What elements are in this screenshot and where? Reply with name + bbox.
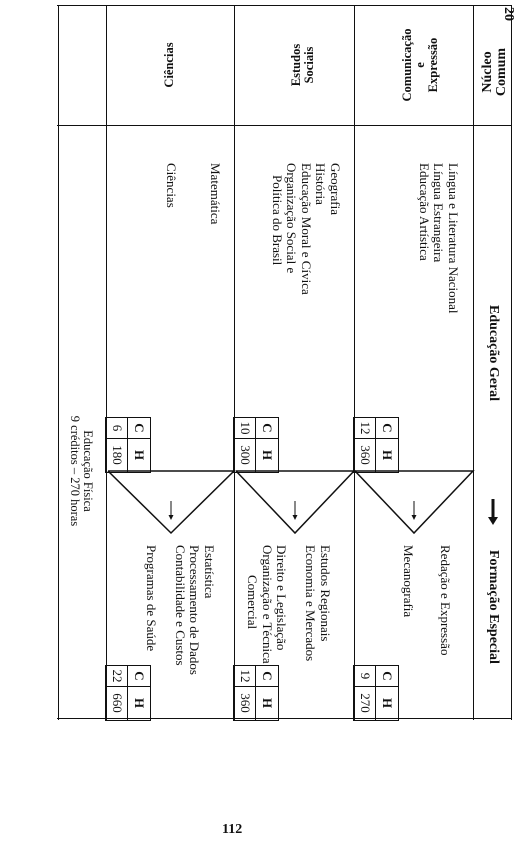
area-name-line: Ciências bbox=[162, 42, 176, 88]
hours-label: H bbox=[380, 449, 395, 461]
core-header-line: Comum bbox=[494, 47, 509, 97]
subject-item bbox=[158, 545, 173, 675]
subject-item: Economia e Mercados bbox=[303, 545, 319, 662]
physical-education-note: Educação Física 9 créditos – 270 horas bbox=[68, 401, 95, 541]
subject-item: Língua Estrangeira bbox=[431, 163, 447, 263]
subject-item bbox=[193, 163, 208, 224]
note-line: Educação Física bbox=[81, 430, 95, 512]
area-name-line: Expressão bbox=[426, 37, 440, 93]
subject-item: Geografia bbox=[328, 163, 343, 215]
area-name: Comunicação e Expressão bbox=[400, 13, 440, 117]
credits-label: C bbox=[260, 671, 275, 681]
header-separator bbox=[473, 5, 474, 720]
subject-item: Comercial bbox=[245, 575, 261, 630]
subject-item: Língua e Literatura Nacional bbox=[446, 163, 461, 314]
core-header-line: Núcleo bbox=[480, 51, 495, 93]
hours-label: H bbox=[132, 449, 147, 461]
subject-item: Contabilidade e Custos bbox=[173, 545, 188, 666]
area-name-line: Sociais bbox=[302, 46, 316, 84]
subject-item: Organização e Técnica bbox=[260, 545, 275, 664]
hours-value: 300 bbox=[238, 445, 253, 465]
branch-triangle-icon bbox=[235, 470, 356, 535]
credits-hours-box: C H 10 300 bbox=[233, 417, 279, 473]
hours-value: 660 bbox=[110, 693, 125, 713]
table-border-bottom bbox=[58, 5, 59, 720]
subject-item: Ciências bbox=[164, 163, 180, 208]
core-column-separator bbox=[57, 125, 512, 126]
area-name: Ciências bbox=[162, 13, 176, 117]
note-line: 9 créditos – 270 horas bbox=[68, 415, 82, 527]
subject-item: Mecanografia bbox=[401, 545, 416, 618]
subject-item: Processamento de Dados bbox=[187, 545, 203, 675]
subject-item: Matemática bbox=[208, 163, 223, 225]
credits-label: C bbox=[132, 671, 147, 681]
subject-item bbox=[179, 163, 194, 224]
subject-item: Educação Artística bbox=[417, 163, 432, 261]
credits-hours-box: C H 22 660 bbox=[105, 665, 151, 721]
credits-label: C bbox=[380, 671, 395, 681]
subject-item: Redação e Expressão bbox=[438, 545, 453, 656]
subject-item: Organização Social e bbox=[284, 163, 300, 274]
hours-label: H bbox=[260, 449, 275, 461]
subject-item: Educação Moral e Cívica bbox=[299, 163, 314, 295]
branch-triangle-icon bbox=[354, 470, 475, 535]
general-subjects: Matemática Ciências bbox=[164, 163, 224, 225]
row-separator bbox=[354, 5, 355, 720]
hours-label: H bbox=[380, 697, 395, 709]
hours-value: 360 bbox=[238, 693, 253, 713]
hours-label: H bbox=[260, 697, 275, 709]
table-border-left bbox=[57, 5, 512, 6]
general-subjects: Língua e Literatura Nacional Língua Estr… bbox=[417, 163, 461, 314]
credits-value: 22 bbox=[110, 669, 125, 683]
credits-label: C bbox=[132, 423, 147, 433]
general-subjects: Geografia História Educação Moral e Cívi… bbox=[270, 163, 343, 295]
credits-value: 6 bbox=[110, 424, 125, 432]
credits-hours-box: C H 6 180 bbox=[105, 417, 151, 473]
area-name: Estudos Sociais bbox=[289, 13, 316, 117]
hours-value: 270 bbox=[358, 693, 373, 713]
credits-hours-box: C H 12 360 bbox=[353, 417, 399, 473]
special-training-header: Formação Especial bbox=[486, 550, 501, 664]
table-border-top bbox=[511, 5, 512, 720]
hours-value: 180 bbox=[110, 445, 125, 465]
hours-label: H bbox=[132, 697, 147, 709]
credits-value: 10 bbox=[238, 421, 253, 435]
credits-value: 12 bbox=[238, 669, 253, 683]
right-arrow-icon bbox=[488, 499, 498, 525]
subject-item: Estatística bbox=[202, 545, 217, 599]
credits-value: 9 bbox=[358, 672, 373, 680]
subject-item: Estudos Regionais bbox=[318, 545, 333, 642]
branch-triangle-icon bbox=[107, 470, 236, 535]
subject-item bbox=[289, 545, 304, 664]
credits-label: C bbox=[260, 423, 275, 433]
page-number-footer: 112 bbox=[222, 822, 243, 837]
subject-item: Direito e Legislação bbox=[274, 545, 290, 651]
core-header: Núcleo Comum bbox=[480, 27, 509, 117]
special-subjects: Estudos Regionais Economia e Mercados Di… bbox=[245, 545, 334, 664]
hours-value: 360 bbox=[358, 445, 373, 465]
row-separator bbox=[234, 5, 235, 720]
general-education-header: Educação Geral bbox=[486, 305, 501, 402]
special-subjects: Estatística Processamento de Dados Conta… bbox=[144, 545, 217, 675]
curriculum-table: Núcleo Comum Educação Geral Formação Esp… bbox=[57, 5, 512, 721]
credits-hours-box: C H 12 360 bbox=[233, 665, 279, 721]
subject-item: Programas de Saúde bbox=[144, 545, 159, 652]
subject-item: Política do Brasil bbox=[270, 175, 285, 266]
credits-hours-box: C H 9 270 bbox=[353, 665, 399, 721]
special-subjects: Redação e Expressão Mecanografia bbox=[401, 545, 453, 655]
subject-item bbox=[423, 545, 438, 655]
credits-value: 12 bbox=[358, 421, 373, 435]
subject-item: História bbox=[313, 163, 329, 205]
credits-label: C bbox=[380, 423, 395, 433]
row-separator bbox=[106, 5, 107, 720]
